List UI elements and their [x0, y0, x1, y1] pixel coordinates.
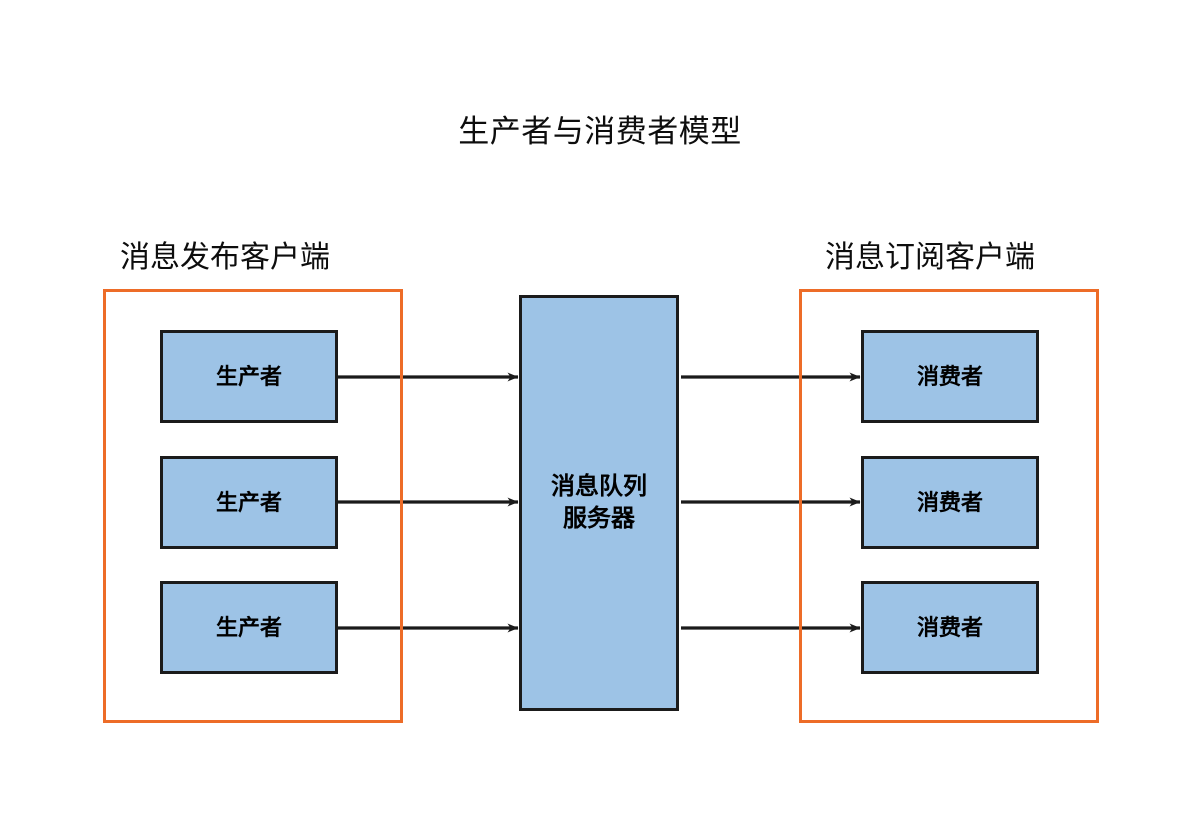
queue-label-line-1: 消息队列 [551, 472, 647, 500]
node-producer-1[interactable]: 生产者 [160, 330, 338, 423]
group-box-publisher [103, 289, 403, 723]
node-consumer-2[interactable]: 消费者 [861, 456, 1039, 549]
group-label-subscriber: 消息订阅客户端 [825, 241, 1035, 274]
page-title: 生产者与消费者模型 [458, 114, 742, 149]
node-consumer-1[interactable]: 消费者 [861, 330, 1039, 423]
node-consumer-3[interactable]: 消费者 [861, 581, 1039, 674]
node-producer-2[interactable]: 生产者 [160, 456, 338, 549]
group-box-subscriber [799, 289, 1099, 723]
node-producer-3[interactable]: 生产者 [160, 581, 338, 674]
queue-label-line-2: 服务器 [563, 505, 635, 532]
group-label-publisher: 消息发布客户端 [120, 241, 330, 274]
node-message-queue-server[interactable]: 消息队列 服务器 [519, 295, 679, 711]
